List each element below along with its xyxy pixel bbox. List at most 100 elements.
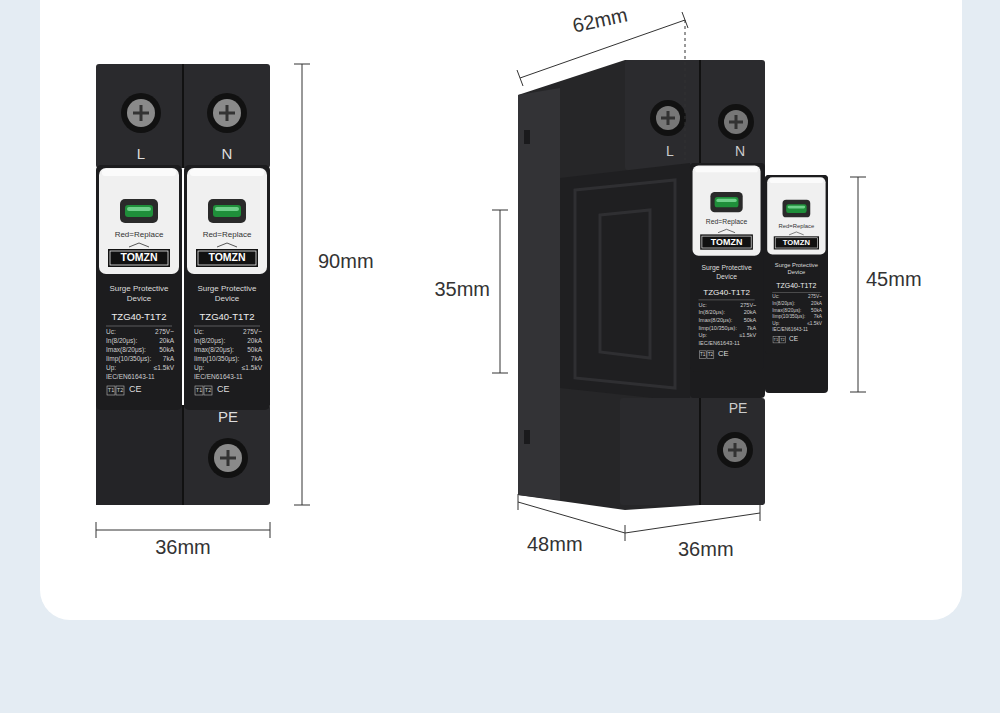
standard-code: IEC/EN61643-11 xyxy=(194,373,243,381)
spec-value: 275V~ xyxy=(224,328,262,336)
spec-value: 7kA xyxy=(248,355,262,363)
spec-label: Uc: xyxy=(194,328,204,336)
card xyxy=(40,0,962,620)
model-number: TZG40-T1T2 xyxy=(184,311,270,322)
dimension-lines xyxy=(858,177,859,392)
side-view-device xyxy=(575,180,675,388)
dimension-lines xyxy=(518,494,519,510)
front-view-device xyxy=(96,405,183,505)
front-view-device xyxy=(220,450,236,466)
class-mark: T2 xyxy=(116,387,124,394)
terminal-name: PE xyxy=(213,408,243,426)
spec-value: 7kA xyxy=(160,355,174,363)
ce-mark: CE xyxy=(789,335,798,343)
class-mark: T1 xyxy=(195,387,203,394)
spec-label: In(8/20μs): xyxy=(106,337,137,345)
side-view-device xyxy=(560,163,690,402)
spec-label: Uc: xyxy=(106,328,116,336)
side-view-device xyxy=(690,163,763,371)
ce-mark: CE xyxy=(718,349,729,358)
dimension-lines xyxy=(685,20,686,160)
spec-value: ≤1.5kV xyxy=(724,332,756,339)
side-view-device xyxy=(699,60,701,170)
side-view-device xyxy=(717,432,753,468)
standard-code: IEC/EN61643-11 xyxy=(106,373,155,381)
class-mark: T2 xyxy=(204,387,212,394)
spec-value: 275V~ xyxy=(794,294,822,300)
dimension-label: 48mm xyxy=(527,532,583,556)
spec-label: Imax(8/20μs): xyxy=(106,346,146,354)
dimension-lines xyxy=(96,64,310,538)
spec-label: Iimp(10/350μs): xyxy=(699,325,738,332)
brand-name: TOMZN xyxy=(700,236,753,247)
dimension-lines xyxy=(760,505,761,521)
dimension-lines xyxy=(96,530,270,531)
dimension-lines xyxy=(294,64,310,65)
spec-label: Imax(8/20μs): xyxy=(772,307,801,313)
brand-name: TOMZN xyxy=(774,238,819,247)
front-view-device xyxy=(214,444,242,472)
spec-label: In(8/20μs): xyxy=(194,337,225,345)
side-view-device xyxy=(765,175,828,354)
class-mark: T1 xyxy=(773,337,779,342)
terminal-name: PE xyxy=(723,400,753,417)
side-view-device xyxy=(765,175,828,354)
spec-label: Uc: xyxy=(772,294,779,300)
terminal-name: L xyxy=(131,145,151,163)
spec-value: 20kA xyxy=(794,301,822,307)
spec-value: ≤1.5kV xyxy=(224,364,262,372)
ce-mark: CE xyxy=(217,384,230,395)
standard-code: IEC/EN61643-11 xyxy=(772,327,808,333)
side-view-device xyxy=(690,163,763,371)
dimension-label: 36mm xyxy=(143,535,223,559)
module-label-group: Red=ReplaceTOMZN Surge Protective DeviceT… xyxy=(690,163,763,371)
spec-label: Up: xyxy=(772,320,779,326)
spec-label: In(8/20μs): xyxy=(699,309,726,316)
brand-name: TOMZN xyxy=(108,251,170,264)
side-view-device xyxy=(518,88,560,500)
front-view-device xyxy=(213,99,241,127)
brand-name: TOMZN xyxy=(196,251,258,264)
spec-label: Uc: xyxy=(699,302,707,309)
product-name: Surge Protective Device xyxy=(769,262,824,276)
dimension-lines xyxy=(625,525,626,541)
side-view-device xyxy=(656,106,680,130)
spec-label: Up: xyxy=(699,332,708,339)
standard-code: IEC/EN61643-11 xyxy=(699,340,740,347)
dimension-lines xyxy=(850,177,866,178)
dimension-label: 90mm xyxy=(318,249,374,273)
front-view-device xyxy=(184,165,270,410)
spec-value: 50kA xyxy=(234,346,262,354)
indicator-note: Red=Replace xyxy=(765,222,828,229)
dimension-label: 35mm xyxy=(418,277,490,301)
spec-label: Up: xyxy=(194,364,204,372)
spec-value: 275V~ xyxy=(724,302,756,309)
dimension-label: 62mm xyxy=(558,0,641,40)
class-mark: T1 xyxy=(699,352,706,358)
side-view-device xyxy=(718,104,754,140)
terminal-name: N xyxy=(731,143,749,160)
spec-value: 20kA xyxy=(724,309,756,316)
side-view-device xyxy=(620,398,765,505)
front-view-device xyxy=(219,105,235,121)
dimension-lines xyxy=(492,12,866,541)
side-view-device xyxy=(650,100,686,136)
dimension-lines xyxy=(492,373,508,374)
indicator-note: Red=Replace xyxy=(690,218,763,226)
product-name: Surge Protective Device xyxy=(101,284,177,303)
spec-value: 20kA xyxy=(224,337,262,345)
product-name: Surge Protective Device xyxy=(694,264,759,280)
dimension-lines xyxy=(625,513,760,533)
spec-value: 50kA xyxy=(802,307,822,313)
dimension-lines xyxy=(518,502,625,533)
model-number: TZG40-T1T2 xyxy=(96,311,182,322)
front-view-device xyxy=(127,99,155,127)
side-view-device xyxy=(690,163,765,398)
front-view-device xyxy=(96,405,270,505)
side-view-device xyxy=(625,60,765,170)
dimension-lines xyxy=(96,522,97,538)
class-mark: T2 xyxy=(780,337,786,342)
spec-value: 7kA xyxy=(744,325,756,332)
class-mark: T2 xyxy=(707,352,714,358)
spec-value: 7kA xyxy=(812,314,822,320)
